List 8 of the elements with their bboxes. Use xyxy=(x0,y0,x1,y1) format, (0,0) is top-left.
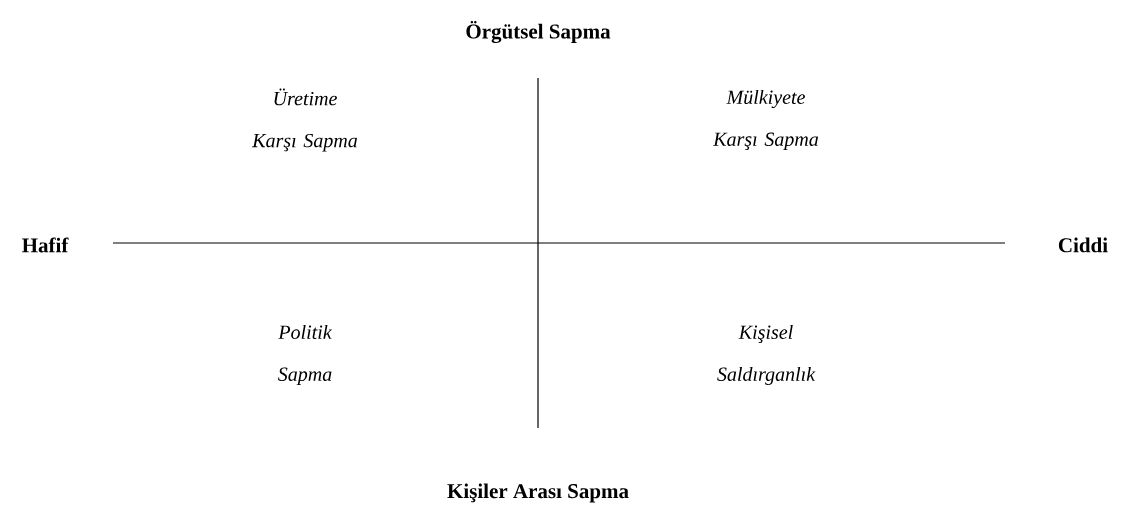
quadrant-label: Üretime Karşı Sapma xyxy=(252,88,358,152)
axis-label: Kişiler Arası Sapma xyxy=(447,483,629,503)
axis-label: Hafif xyxy=(22,237,69,253)
quadrant-label: Mülkiyete Karşı Sapma xyxy=(713,89,819,151)
axis-label: Örgütsel Sapma xyxy=(466,20,611,44)
quadrant-label: Kişisel Saldırganlık xyxy=(717,324,816,386)
quadrant-label: Politik Sapma xyxy=(278,324,332,386)
axis-label: Ciddi xyxy=(1058,237,1108,253)
